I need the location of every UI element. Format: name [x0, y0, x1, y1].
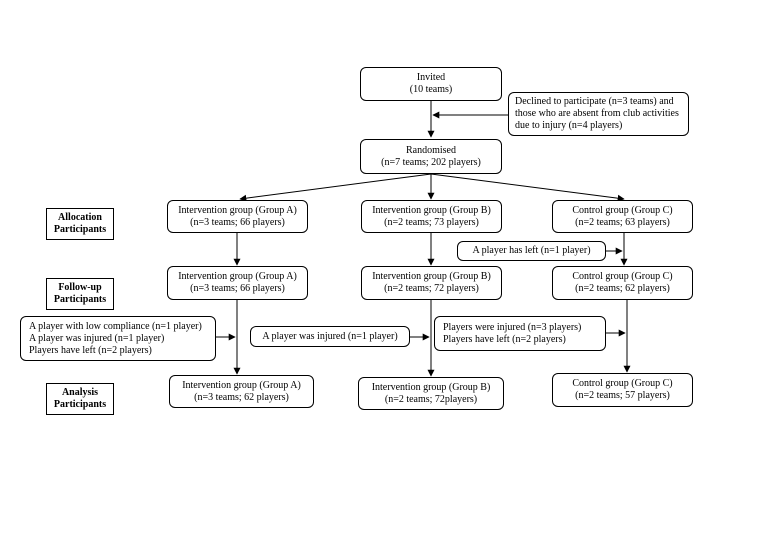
stage-allocation-line2: Participants	[53, 224, 107, 235]
analysis-c-line2: (n=2 teams; 57 players)	[575, 390, 670, 401]
randomised-box: Randomised (n=7 teams; 202 players)	[360, 139, 502, 174]
followup-b-line2: (n=2 teams; 72 players)	[384, 283, 479, 294]
arrow-randomised-a	[239, 173, 432, 202]
stage-label-analysis: Analysis Participants	[46, 383, 114, 415]
excluded-c-line1: Players were injured (n=3 players)	[443, 321, 582, 333]
analysis-group-b: Intervention group (Group B) (n=2 teams;…	[358, 377, 504, 410]
excluded-a-line1: A player with low compliance (n=1 player…	[29, 320, 202, 332]
followup-a-line2: (n=3 teams; 66 players)	[190, 283, 285, 294]
analysis-b-line1: Intervention group (Group B)	[371, 381, 491, 393]
arrow-randomised-c	[430, 173, 625, 202]
excluded-a-line3: Players have left (n=2 players)	[29, 344, 152, 356]
declined-box: Declined to participate (n=3 teams) and …	[508, 92, 689, 136]
allocation-a-line1: Intervention group (Group A)	[178, 204, 297, 216]
stage-label-followup: Follow-up Participants	[46, 278, 114, 310]
analysis-group-c: Control group (Group C) (n=2 teams; 57 p…	[552, 373, 693, 407]
analysis-a-line2: (n=3 teams; 62 players)	[194, 391, 289, 403]
analysis-group-a: Intervention group (Group A) (n=3 teams;…	[169, 375, 314, 408]
allocation-b-line2: (n=2 teams; 73 players)	[384, 216, 479, 228]
allocation-c-line2: (n=2 teams; 63 players)	[575, 216, 670, 228]
invited-line2: (10 teams)	[409, 84, 453, 95]
declined-line1: Declined to participate (n=3 teams) and	[515, 96, 674, 107]
invited-box: Invited (10 teams)	[360, 67, 502, 101]
analysis-b-line2: (n=2 teams; 72players)	[384, 393, 478, 405]
excluded-a-box: A player with low compliance (n=1 player…	[20, 316, 216, 361]
followup-group-a: Intervention group (Group A) (n=3 teams;…	[167, 266, 308, 300]
declined-line2: those who are absent from club activitie…	[515, 108, 679, 119]
followup-b-line1: Intervention group (Group B)	[372, 271, 491, 282]
analysis-c-line1: Control group (Group C)	[572, 378, 673, 389]
excluded-b-line1: A player was injured (n=1 player)	[262, 330, 398, 342]
stage-followup-line1: Follow-up	[58, 282, 102, 293]
stage-analysis-line2: Participants	[53, 399, 107, 410]
declined-line3: due to injury (n=4 players)	[515, 120, 623, 131]
left-c-allocation-text: A player has left (n=1 player)	[472, 245, 591, 256]
allocation-c-line1: Control group (Group C)	[572, 204, 673, 216]
excluded-a-line2: A player was injured (n=1 player)	[29, 332, 165, 344]
followup-c-line2: (n=2 teams; 62 players)	[575, 283, 670, 294]
allocation-b-line1: Intervention group (Group B)	[372, 204, 491, 216]
excluded-c-box: Players were injured (n=3 players) Playe…	[434, 316, 606, 351]
followup-group-c: Control group (Group C) (n=2 teams; 62 p…	[552, 266, 693, 300]
stage-label-allocation: Allocation Participants	[46, 208, 114, 240]
randomised-line2: (n=7 teams; 202 players)	[381, 156, 481, 168]
allocation-a-line2: (n=3 teams; 66 players)	[190, 216, 285, 228]
followup-a-line1: Intervention group (Group A)	[178, 271, 297, 282]
excluded-b-box: A player was injured (n=1 player)	[250, 326, 410, 347]
stage-followup-line2: Participants	[53, 294, 107, 305]
stage-analysis-line1: Analysis	[61, 387, 99, 398]
followup-c-line1: Control group (Group C)	[572, 271, 673, 282]
analysis-a-line1: Intervention group (Group A)	[182, 379, 301, 391]
allocation-group-c: Control group (Group C) (n=2 teams; 63 p…	[552, 200, 693, 233]
invited-line1: Invited	[416, 72, 446, 83]
randomised-line1: Randomised	[406, 144, 456, 156]
stage-allocation-line1: Allocation	[58, 212, 102, 223]
followup-group-b: Intervention group (Group B) (n=2 teams;…	[361, 266, 502, 300]
left-c-allocation-box: A player has left (n=1 player)	[457, 241, 606, 261]
excluded-c-line2: Players have left (n=2 players)	[443, 333, 566, 345]
allocation-group-b: Intervention group (Group B) (n=2 teams;…	[361, 200, 502, 233]
allocation-group-a: Intervention group (Group A) (n=3 teams;…	[167, 200, 308, 233]
